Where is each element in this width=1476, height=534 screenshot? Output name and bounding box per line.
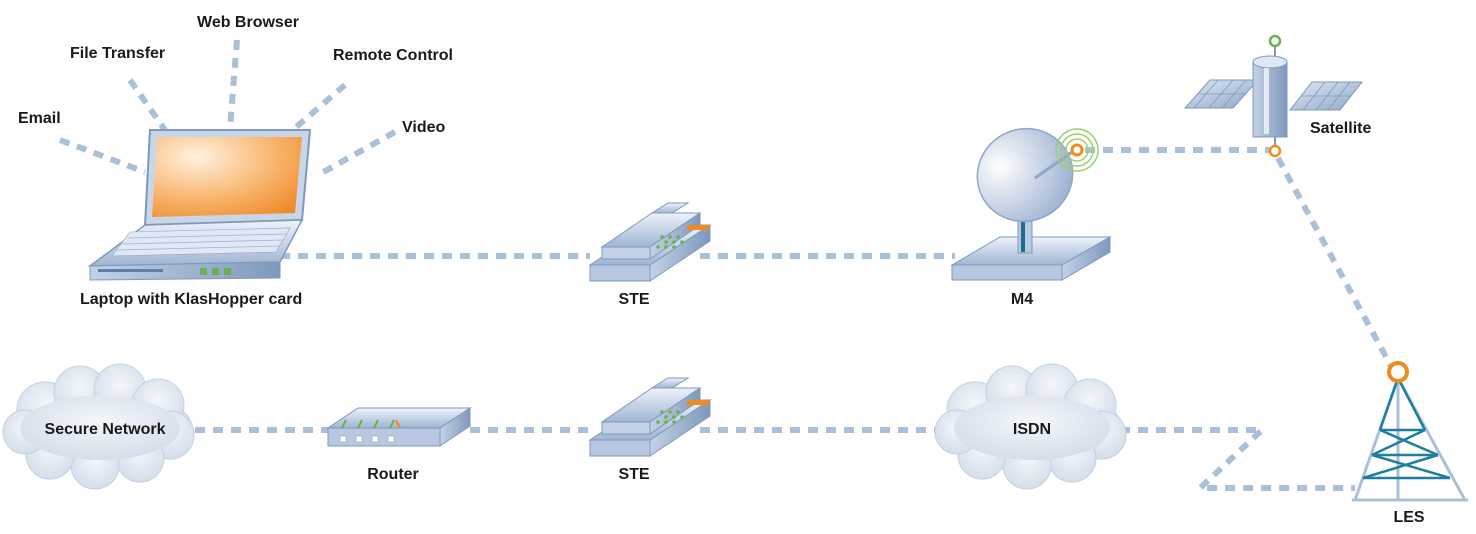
link-isdn-les: [1120, 427, 1355, 491]
label-remote-control: Remote Control: [333, 47, 453, 64]
cloud-icon: [2, 363, 195, 490]
ste-bottom-icon: [588, 377, 712, 457]
link-video: [316, 129, 397, 178]
label-video: Video: [402, 119, 446, 136]
label-file-transfer: File Transfer: [70, 45, 166, 62]
label-les: LES: [1393, 509, 1425, 526]
link-email: [58, 137, 147, 175]
links: [58, 39, 1395, 491]
satellite-dish-icon: [950, 127, 1112, 281]
router-icon: [326, 407, 472, 447]
label-laptop: Laptop with KlasHopper card: [80, 291, 303, 308]
label-isdn: ISDN: [1012, 421, 1052, 438]
satellite-icon: [1183, 34, 1364, 158]
label-satellite: Satellite: [1310, 120, 1372, 137]
link-file-transfer: [127, 78, 168, 132]
label-m4: M4: [1010, 291, 1034, 308]
antenna-tower-icon: [1352, 361, 1468, 502]
label-email: Email: [18, 110, 61, 127]
label-ste-bottom: STE: [618, 466, 650, 483]
laptop-icon: [87, 129, 312, 281]
link-satellite-les: [1275, 156, 1395, 370]
link-remote-control: [293, 82, 347, 131]
label-router: Router: [367, 466, 419, 483]
label-web-browser: Web Browser: [197, 14, 299, 31]
label-secure-network: Secure Network: [44, 421, 166, 438]
link-web-browser: [227, 39, 240, 129]
label-ste-top: STE: [618, 291, 650, 308]
ste-top-icon: [588, 202, 712, 282]
cloud-icon: [934, 363, 1127, 490]
